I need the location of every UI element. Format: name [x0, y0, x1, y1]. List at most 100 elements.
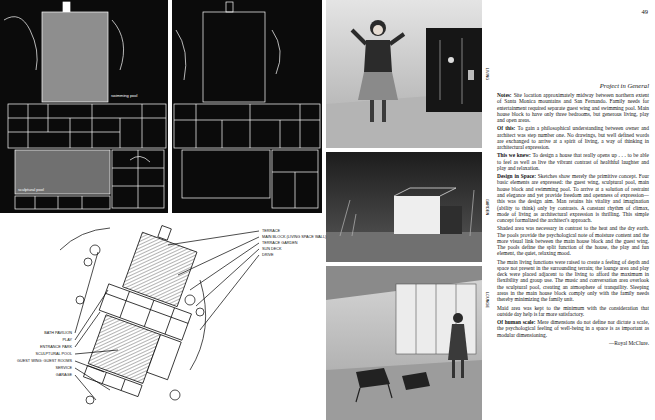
site-plan-part: [130, 156, 150, 162]
floor-plan-part: [172, 0, 322, 213]
paragraph: —Royal McClure.: [497, 340, 649, 346]
callout-label: TERRACE: [262, 229, 280, 233]
site-plan-part: [138, 150, 139, 208]
axonometric-drawing-part-part: [102, 372, 106, 383]
interior-photo-part: [326, 360, 482, 420]
exterior-photo-part: [394, 188, 410, 196]
axonometric-drawing-part: [170, 390, 180, 400]
plan-label: swimming pool: [111, 94, 137, 98]
floor-plan-part: [272, 150, 318, 208]
lead-in: This we knew:: [497, 152, 531, 158]
floor-plan-part: [250, 104, 251, 148]
paragraph: Design in Space: Sketches show merely th…: [497, 173, 649, 223]
axonometric-drawing-part: [75, 252, 98, 333]
site-plan-part: [0, 0, 168, 213]
floor-plan-part: [295, 172, 296, 208]
axonometric-drawing-part: [190, 243, 259, 290]
axonometric-drawing-part: [75, 375, 96, 400]
lead-in: Design in Space:: [497, 173, 536, 179]
text-column: Notes: Site location approximately midwa…: [497, 92, 649, 348]
axonometric-drawing-part: [76, 215, 216, 404]
paragraph: Of this: To gain a philosophical underst…: [497, 125, 649, 150]
axonometric-drawing-part: [196, 308, 204, 316]
axonometric-drawing-part: [75, 312, 100, 347]
interior-photo-part: [382, 100, 386, 122]
interior-photo-part: [364, 40, 392, 72]
axonometric-drawing-part: [90, 245, 100, 255]
axonometric-drawing-part-part: [144, 300, 154, 326]
body-text: Shaded area was necessary in contrast to…: [497, 225, 649, 256]
paragraph: Maid area was kept to the minimum with t…: [497, 305, 649, 318]
axonometric-drawing-part-part: [120, 291, 130, 317]
axonometric-drawing-part: [75, 368, 110, 390]
axonometric-drawing-part-part: [83, 366, 142, 397]
paragraph: Notes: Site location approximately midwa…: [497, 92, 649, 123]
floor-plan-part: [272, 30, 280, 74]
interior-photo-part: [440, 40, 441, 100]
body-text: Site location approximately midway betwe…: [497, 92, 649, 123]
interior-photo-part: [416, 284, 417, 354]
callout-label: ENTRANCE PARK: [40, 345, 72, 349]
axonometric-drawing-part-part: [147, 335, 181, 380]
interior-photo-part: [468, 70, 474, 80]
site-plan-part: [70, 118, 71, 148]
site-plan-part: [112, 150, 164, 208]
exterior-photo-part: [326, 152, 482, 262]
callout-label: GARAGE: [56, 373, 72, 377]
axonometric-drawing-part: [196, 249, 259, 306]
site-plan-part: [142, 104, 143, 148]
site-plan-part: [48, 104, 49, 132]
axonometric-drawing-part: [190, 280, 206, 370]
axonometric-drawing-part: [60, 228, 110, 250]
site-plan-part: [28, 104, 29, 148]
axonometric-drawing-part: [86, 396, 94, 404]
interior-photo-part: [448, 324, 468, 360]
exterior-photo-part: [340, 190, 474, 236]
lead-in: Notes:: [497, 92, 512, 98]
site-plan-part: [15, 196, 110, 209]
axonometric-drawing-part-part: [121, 379, 125, 390]
site-plan-part: [120, 118, 121, 148]
interior-photo-part: [352, 30, 366, 44]
axonometric-drawing-part: [75, 290, 108, 340]
site-plan-part: [42, 12, 108, 102]
interior-photo-part: [436, 284, 437, 354]
interior-photo-part: [390, 34, 404, 44]
interior-photo-part: [373, 25, 383, 35]
exterior-photo: [326, 152, 482, 262]
interior-photo-part: [358, 72, 398, 100]
interior-photo-part: [402, 372, 430, 390]
body-text: The main living functions were raised to…: [497, 259, 649, 303]
site-plan-part: [63, 2, 70, 12]
axonometric-drawing-part: [168, 231, 259, 245]
interior-photo: [326, 0, 482, 148]
axonometric-drawing-part: [75, 350, 118, 354]
axonometric-drawing-part: [76, 296, 84, 304]
interior-photo-part: [326, 0, 482, 148]
photo-caption: LOUNGE: [485, 292, 489, 308]
interior-photo-part: [356, 384, 392, 402]
callout-label: GUEST WING: GUEST ROOMS: [17, 359, 72, 363]
site-plan-part: [35, 196, 36, 209]
site-plan-part: [8, 132, 120, 133]
exterior-photo-part: [394, 196, 440, 234]
site-plan-part: [112, 20, 124, 70]
callout-label: PLAY: [63, 338, 72, 342]
floor-plan-part: [300, 104, 301, 148]
exterior-photo-part: [326, 232, 482, 262]
site-plan-part: [4, 17, 37, 70]
exterior-photo-part: [440, 206, 462, 234]
interior-photo-part: [452, 360, 455, 378]
callout-label: SERVICE: [55, 366, 72, 370]
site-plan-part: [82, 196, 83, 209]
exterior-photo-part: [440, 188, 456, 196]
body-text: Sketches show merely the primitive conce…: [497, 173, 649, 223]
paragraph: This we knew: To design a house that rea…: [497, 152, 649, 171]
site-plan: [0, 0, 168, 213]
section-heading: Project in General: [497, 82, 649, 89]
floor-plan-part: [222, 120, 223, 148]
site-plan-part: [92, 104, 93, 148]
lead-in: Of this:: [497, 125, 515, 131]
body-text: Maid area was kept to the minimum with t…: [497, 305, 649, 317]
signature: —Royal McClure.: [609, 340, 649, 346]
